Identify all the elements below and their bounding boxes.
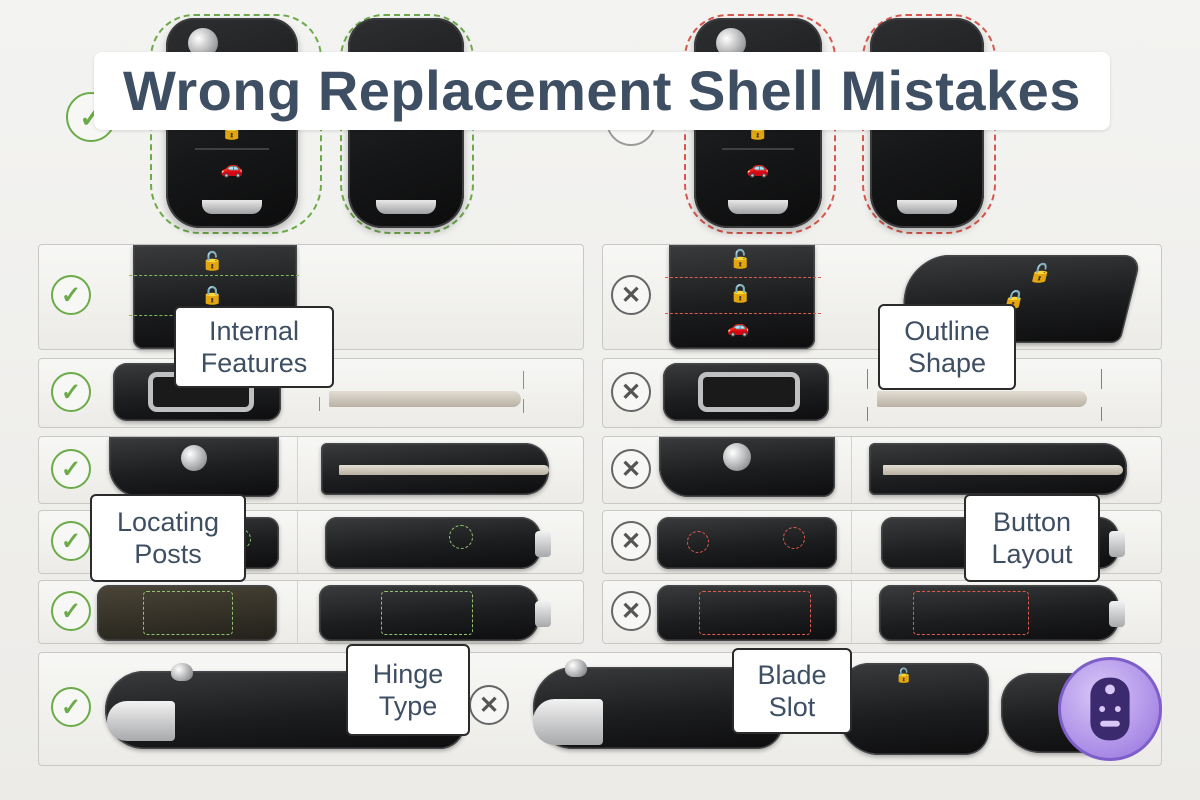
bad-row-buttons: ✕ 🔓 🔒 🚗 🔓 🔒: [602, 244, 1162, 350]
bottom-row-hinge: ✓ ✕ 🔓: [38, 652, 1162, 766]
shell-interior: [97, 585, 277, 641]
check-mark: ✓: [51, 521, 91, 561]
bad-row-internal-ribs: ✕: [602, 580, 1162, 644]
trunk-button: 🚗: [195, 148, 269, 186]
key-ring-slot: [897, 200, 957, 214]
row-divider: [851, 581, 852, 643]
measure-arrow: [1101, 369, 1102, 389]
shell-hinge-top: [109, 437, 279, 497]
cross-mark: ✕: [469, 685, 509, 725]
measure-arrow: [1101, 407, 1102, 421]
measure-arrow: [867, 369, 868, 389]
shell-interior: [657, 517, 837, 569]
key-ring-slot: [376, 200, 436, 214]
bad-row-hinge-bolt: ✕: [602, 436, 1162, 504]
lock-icon: 🔒: [729, 283, 752, 303]
cross-mark: ✕: [611, 521, 651, 561]
key-blade: [339, 465, 549, 475]
key-angled: 🔓: [839, 663, 989, 755]
hinge-metal: [107, 701, 175, 741]
label-locating-posts: Locating Posts: [90, 494, 246, 582]
shell-interior: [879, 585, 1119, 641]
page-title: Wrong Replacement Shell Mistakes: [94, 52, 1110, 130]
good-row-hinge-bolt: ✓: [38, 436, 584, 504]
key-bolt: [171, 663, 193, 681]
key-ring-metal: [1109, 601, 1125, 627]
good-row-internal-ribs: ✓: [38, 580, 584, 644]
label-outline-shape: Outline Shape: [878, 304, 1016, 390]
cross-mark: ✕: [611, 372, 651, 412]
unlock-icon: 🔓: [201, 251, 224, 271]
key-ring-slot: [728, 200, 788, 214]
measure-arrow: [523, 371, 524, 389]
label-hinge-type: Hinge Type: [346, 644, 470, 736]
good-row-blade: ✓: [38, 358, 584, 428]
measure-arrow: [523, 399, 524, 413]
shell-interior: [325, 517, 541, 569]
key-blade: [883, 465, 1123, 475]
trunk-icon: 🚗: [727, 317, 750, 337]
post-highlight: [687, 531, 709, 553]
key-ring-metal: [535, 531, 551, 557]
label-internal-features: Internal Features: [174, 306, 334, 388]
button-panel: 🔓 🔒 🚗: [669, 245, 815, 349]
guide-line: [129, 275, 299, 276]
rib-highlight: [913, 591, 1029, 635]
trunk-icon: 🚗: [220, 158, 244, 178]
unlock-icon: 🔓: [895, 667, 913, 683]
guide-line: [665, 277, 821, 278]
unlock-icon: 🔓: [1026, 263, 1055, 283]
check-mark: ✓: [51, 687, 91, 727]
row-divider: [297, 437, 298, 503]
check-mark: ✓: [51, 275, 91, 315]
shell-end: [663, 363, 829, 421]
measure-arrow: [319, 397, 320, 411]
key-ring-slot: [202, 200, 262, 214]
key-ring-metal: [1109, 531, 1125, 557]
shell-interior: [319, 585, 539, 641]
brand-badge: [1058, 657, 1162, 761]
cross-mark: ✕: [611, 275, 651, 315]
label-button-layout: Button Layout: [964, 494, 1100, 582]
hinge-bolt: [181, 445, 207, 471]
check-mark: ✓: [51, 591, 91, 631]
row-divider: [851, 437, 852, 503]
check-mark: ✓: [51, 372, 91, 412]
row-divider: [297, 581, 298, 643]
key-ring-metal: [535, 601, 551, 627]
trunk-icon: 🚗: [746, 158, 770, 178]
post-highlight: [449, 525, 473, 549]
row-divider: [297, 511, 298, 573]
label-blade-slot: Blade Slot: [732, 648, 852, 734]
key-blade: [877, 391, 1087, 407]
check-mark: ✓: [51, 449, 91, 489]
rib-highlight: [143, 591, 233, 635]
key-blade: [329, 391, 521, 407]
unlock-icon: 🔓: [729, 249, 752, 269]
hinge-bolt: [723, 443, 751, 471]
blade-slot-opening: [703, 377, 795, 407]
lock-icon: 🔒: [201, 285, 224, 305]
key-bolt: [565, 659, 587, 677]
bad-row-blade: ✕: [602, 358, 1162, 428]
measure-arrow: [867, 407, 868, 421]
cross-mark: ✕: [611, 449, 651, 489]
shell-hinge-top: [659, 437, 835, 497]
guide-line: [665, 313, 821, 314]
post-highlight: [783, 527, 805, 549]
rib-highlight: [699, 591, 811, 635]
cross-mark: ✕: [611, 591, 651, 631]
rib-highlight: [381, 591, 473, 635]
trunk-button: 🚗: [722, 148, 794, 186]
hinge-metal: [533, 699, 603, 745]
bad-row-locating-posts: ✕: [602, 510, 1162, 574]
row-divider: [851, 511, 852, 573]
key-fob-icon: [1090, 677, 1130, 741]
